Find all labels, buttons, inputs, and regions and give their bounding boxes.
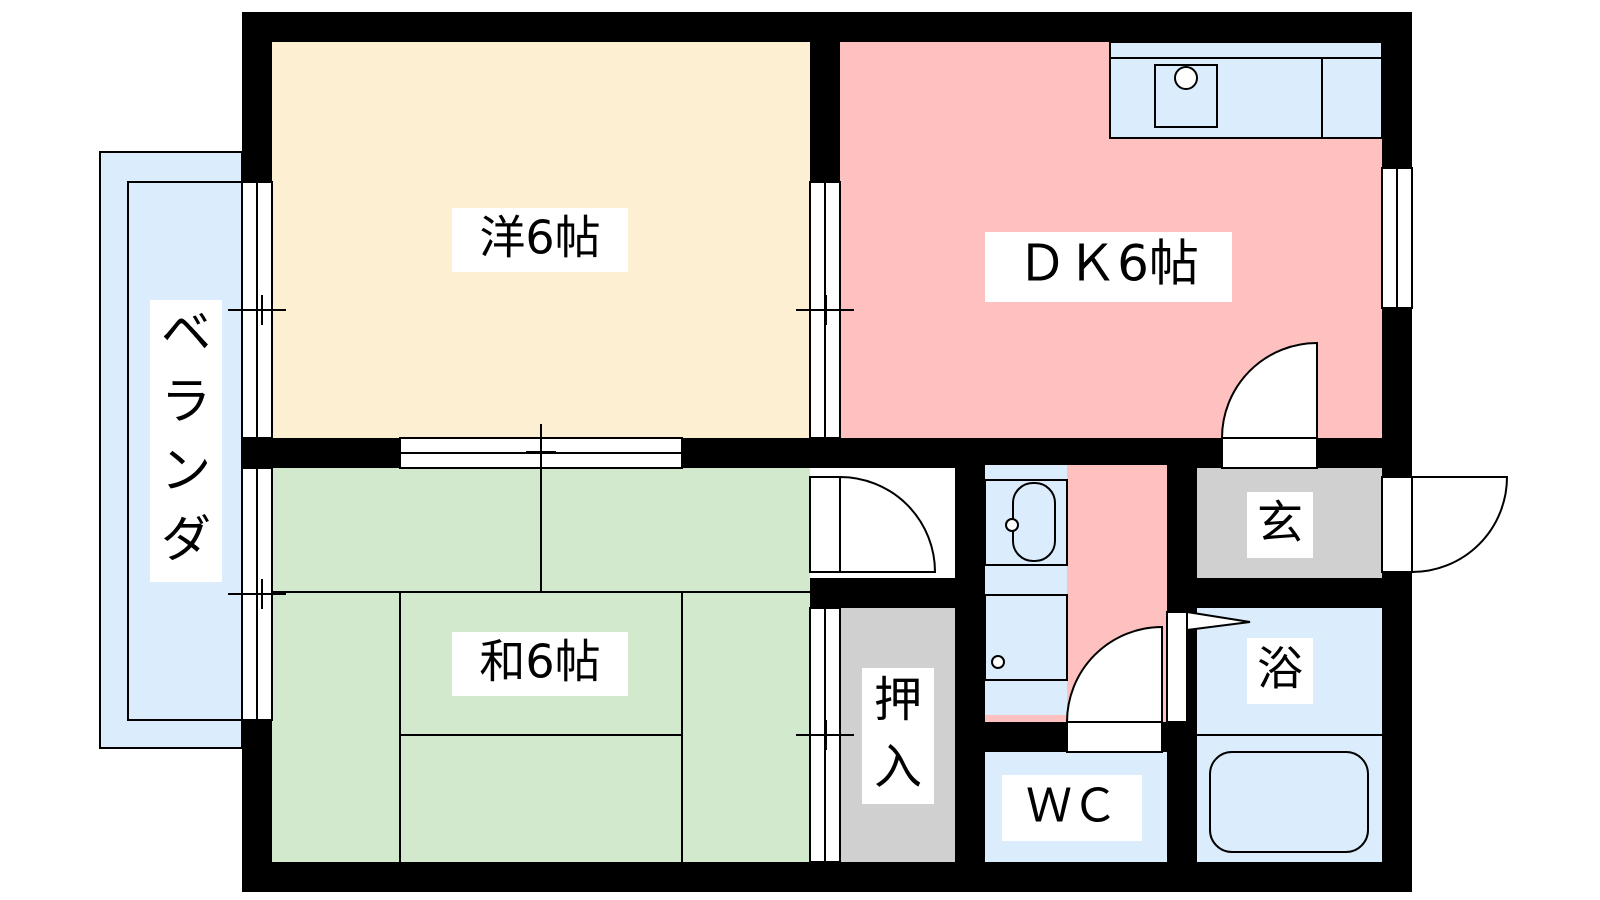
wash-basin-drain — [1005, 518, 1019, 532]
room-labels: 洋6帖 ＤＫ6帖 和6帖 玄 浴 押 入 ＷＣ ベ ラ ン ダ — [150, 208, 1313, 841]
label-closet-line1: 押 — [874, 672, 922, 728]
door-toilet — [1065, 625, 1163, 723]
swing-doors — [809, 341, 1509, 753]
label-entrance: 玄 — [1257, 496, 1303, 550]
label-veranda-char: ダ — [161, 511, 211, 569]
label-toilet: ＷＣ — [1026, 779, 1118, 833]
tatami-lines — [272, 468, 810, 862]
sink-drain — [1174, 66, 1198, 90]
label-closet-line2: 入 — [874, 739, 922, 795]
sliding-door-lines — [400, 182, 854, 862]
label-bath: 浴 — [1257, 642, 1303, 696]
door-bath-leaf — [1186, 610, 1251, 632]
window-lines — [228, 168, 1398, 720]
label-veranda-char: ラ — [161, 373, 211, 431]
label-western: 洋6帖 — [479, 211, 600, 265]
door-japanese — [839, 475, 937, 573]
washing-machine-drain — [991, 655, 1005, 669]
wash-basin — [1012, 482, 1056, 562]
door-entrance-arc — [1220, 341, 1318, 439]
label-veranda-char: ン — [161, 442, 211, 500]
label-dining-kitchen: ＤＫ6帖 — [1017, 235, 1199, 293]
bathtub — [1209, 751, 1369, 853]
label-veranda-char: ベ — [161, 304, 211, 362]
door-front — [1411, 476, 1509, 574]
label-japanese: 和6帖 — [479, 635, 600, 689]
wall-dk-lower — [955, 438, 1040, 465]
kitchen-counter — [1109, 41, 1383, 139]
